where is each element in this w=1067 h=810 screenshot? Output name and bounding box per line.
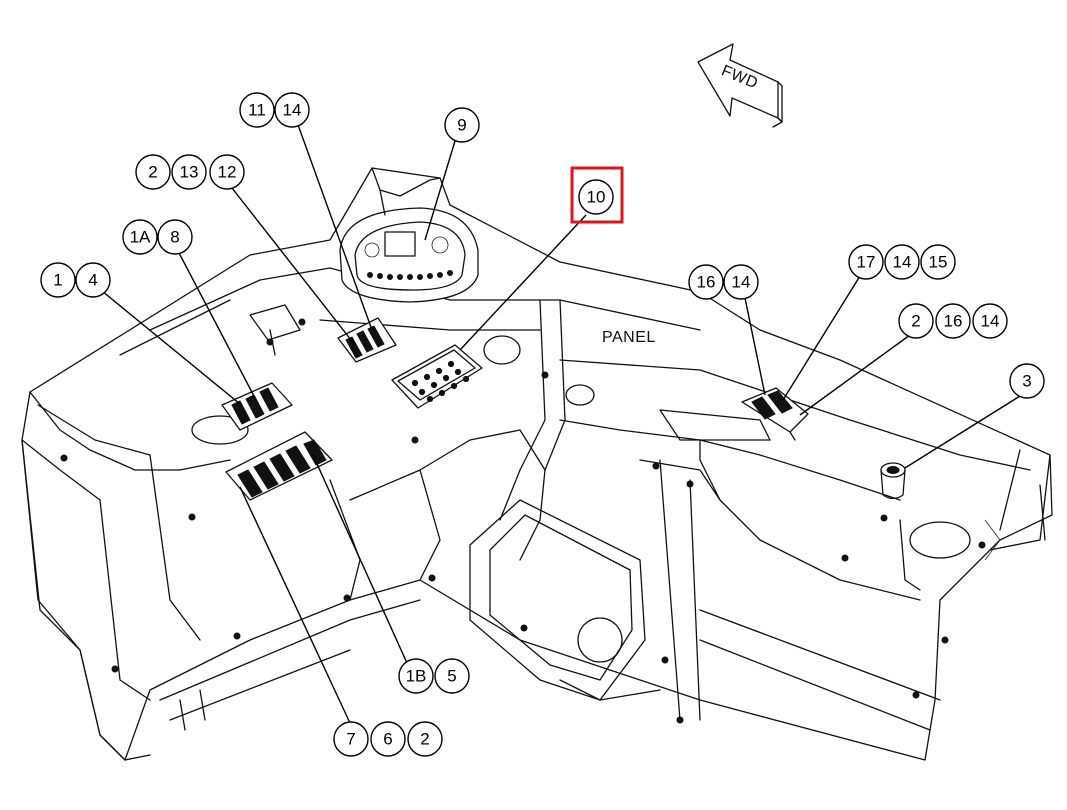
- right-switch-bank: [741, 387, 809, 441]
- callout-2: 2: [135, 154, 171, 190]
- left-lower-switch-bank: [225, 431, 333, 501]
- callout-text: 14: [283, 101, 302, 120]
- callout-text: 1A: [130, 228, 151, 247]
- callout-text: 2: [911, 312, 920, 331]
- callout-14: 14: [972, 303, 1008, 339]
- callout-text: 12: [218, 163, 237, 182]
- keypad-buttons: [411, 360, 470, 403]
- callout-text: 15: [929, 253, 948, 272]
- panel-label: PANEL: [602, 329, 656, 346]
- callout-1: 1: [40, 262, 76, 298]
- callout-14: 14: [884, 244, 920, 280]
- callout-13: 13: [171, 154, 207, 190]
- callout-17: 17: [848, 244, 884, 280]
- callout-15: 15: [920, 244, 956, 280]
- callout-text: 17: [857, 253, 876, 272]
- callout-text: 3: [1022, 372, 1031, 391]
- callout-text: 11: [248, 101, 266, 120]
- callout-text: 2: [420, 730, 429, 749]
- callout-text: 7: [346, 730, 355, 749]
- callout-14: 14: [723, 264, 759, 300]
- callout-text: 16: [944, 312, 963, 331]
- power-socket: [880, 462, 906, 500]
- callout-text: 4: [88, 271, 97, 290]
- callout-3: 3: [1009, 363, 1045, 399]
- callout-11: 11: [239, 92, 275, 128]
- cluster-indicator-row: [367, 270, 453, 280]
- callout-14: 14: [274, 92, 310, 128]
- callout-8: 8: [157, 219, 193, 255]
- leader-lines: [101, 121, 1021, 724]
- fwd-arrow: FWD: [697, 43, 783, 128]
- callout-6: 6: [370, 721, 406, 757]
- fasteners: [60, 318, 986, 724]
- center-switch-bank: [337, 317, 397, 363]
- callout-1A: 1A: [122, 219, 158, 255]
- callout-7: 7: [333, 721, 369, 757]
- callout-text: 16: [697, 273, 716, 292]
- callout-16: 16: [935, 303, 971, 339]
- callout-text: 13: [180, 163, 199, 182]
- callout-1B: 1B: [398, 658, 434, 694]
- callout-text: 1B: [406, 667, 427, 686]
- left-upper-switch-bank: [221, 382, 293, 431]
- callout-9: 9: [444, 107, 480, 143]
- callout-text: 2: [148, 163, 157, 182]
- callout-12: 12: [209, 154, 245, 190]
- callout-text: 5: [447, 667, 456, 686]
- callout-text: 14: [732, 273, 751, 292]
- highlight-box: [570, 166, 624, 224]
- instrument-cluster: [339, 167, 479, 303]
- callout-text: 9: [457, 116, 466, 135]
- callout-text: 8: [170, 228, 179, 247]
- callout-text: 14: [981, 312, 1000, 331]
- callout-5: 5: [434, 658, 470, 694]
- callout-4: 4: [75, 262, 111, 298]
- console-body: [21, 167, 1053, 761]
- callout-16: 16: [688, 264, 724, 300]
- callout-text: 14: [893, 253, 912, 272]
- callout-10-highlighted: 10: [570, 166, 624, 224]
- callout-text: 10: [587, 188, 606, 207]
- callout-2: 2: [898, 303, 934, 339]
- callout-text: 6: [383, 730, 392, 749]
- keypad-module: [391, 344, 483, 409]
- callout-2: 2: [407, 721, 443, 757]
- callout-text: 1: [53, 271, 62, 290]
